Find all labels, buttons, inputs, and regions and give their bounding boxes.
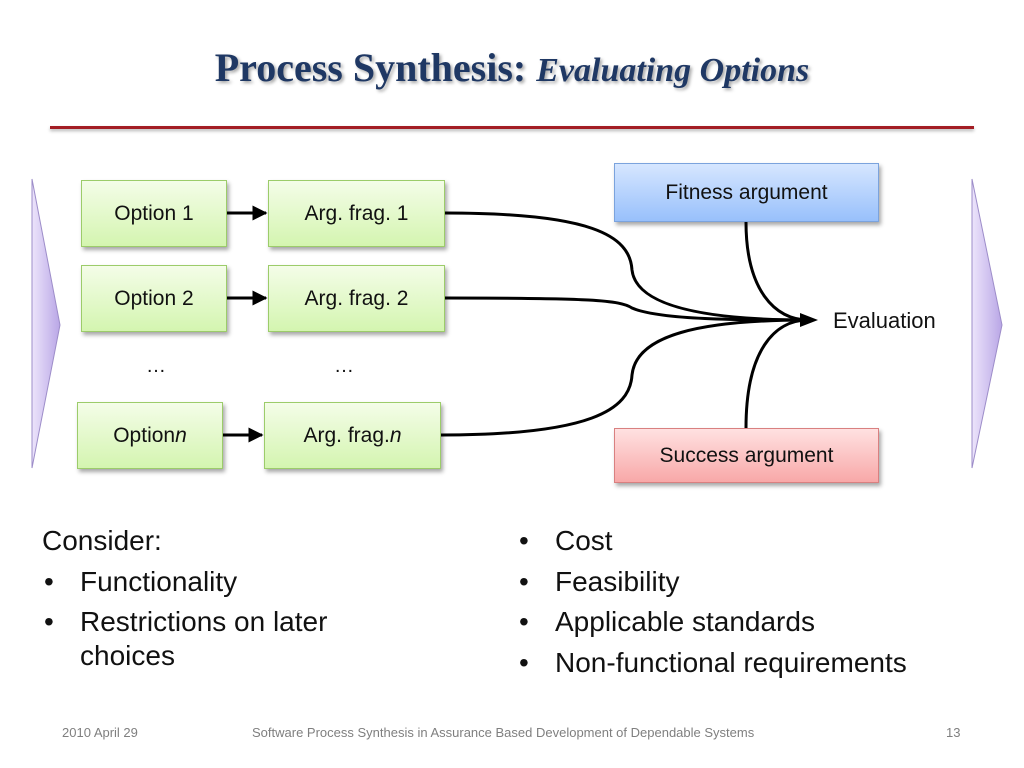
slide-title: Process Synthesis: Evaluating Options xyxy=(0,44,1024,91)
arg-frag-n-italic: n xyxy=(389,423,402,447)
success-argument-box: Success argument xyxy=(614,428,879,483)
bullet-item: Non-functional requirements xyxy=(517,646,1017,680)
bullet-item: Restrictions on later choices xyxy=(42,605,400,672)
arg-frag-2-box: Arg. frag. 2 xyxy=(268,265,445,332)
arg-frag-n-box: Arg. frag. n xyxy=(264,402,441,469)
fitness-connector xyxy=(744,221,809,322)
option-2-box: Option 2 xyxy=(81,265,227,332)
option-n-italic: n xyxy=(175,423,187,447)
evaluation-arrowhead xyxy=(800,313,818,327)
arg-frag-n-label: Arg. frag. xyxy=(303,423,390,447)
left-side-arrow xyxy=(31,178,61,469)
option-n-box: Option n xyxy=(77,402,223,469)
frag-n-connector xyxy=(440,318,809,437)
frag-1-connector xyxy=(444,211,809,322)
option-n-label: Option xyxy=(113,423,176,447)
bullet-item: Applicable standards xyxy=(517,605,1017,639)
option-1-box: Option 1 xyxy=(81,180,227,247)
fitness-argument-label: Fitness argument xyxy=(665,180,828,204)
evaluation-label: Evaluation xyxy=(833,308,936,333)
fitness-argument-box: Fitness argument xyxy=(614,163,879,222)
fragment-ellipsis: … xyxy=(334,355,354,377)
option-2-label: Option 2 xyxy=(114,286,194,310)
bullet-item: Functionality xyxy=(42,565,462,599)
left-bullet-list: Functionality Restrictions on later choi… xyxy=(42,565,462,673)
left-consider-column: Consider: Functionality Restrictions on … xyxy=(42,524,462,679)
option-1-label: Option 1 xyxy=(114,201,194,225)
success-connector xyxy=(744,318,809,429)
arg-frag-2-label: Arg. frag. 2 xyxy=(304,286,409,310)
arg-frag-1-label: Arg. frag. 1 xyxy=(304,201,409,225)
frag-2-connector xyxy=(444,296,809,322)
title-main: Process Synthesis: xyxy=(214,45,527,90)
title-sub: Evaluating Options xyxy=(536,52,810,89)
success-argument-label: Success argument xyxy=(659,443,834,467)
right-bullet-list: Cost Feasibility Applicable standards No… xyxy=(517,524,1017,679)
bullet-item: Cost xyxy=(517,524,1017,558)
right-criteria-column: Cost Feasibility Applicable standards No… xyxy=(517,524,1017,686)
bullet-item: Feasibility xyxy=(517,565,1017,599)
footer-date: 2010 April 29 xyxy=(62,725,138,740)
footer-page-number: 13 xyxy=(946,725,961,740)
footer-title: Software Process Synthesis in Assurance … xyxy=(252,725,755,740)
arg-frag-1-box: Arg. frag. 1 xyxy=(268,180,445,247)
title-divider xyxy=(50,126,974,129)
option-ellipsis: … xyxy=(146,355,166,377)
right-side-arrow xyxy=(971,178,1003,469)
consider-heading: Consider: xyxy=(42,525,162,556)
